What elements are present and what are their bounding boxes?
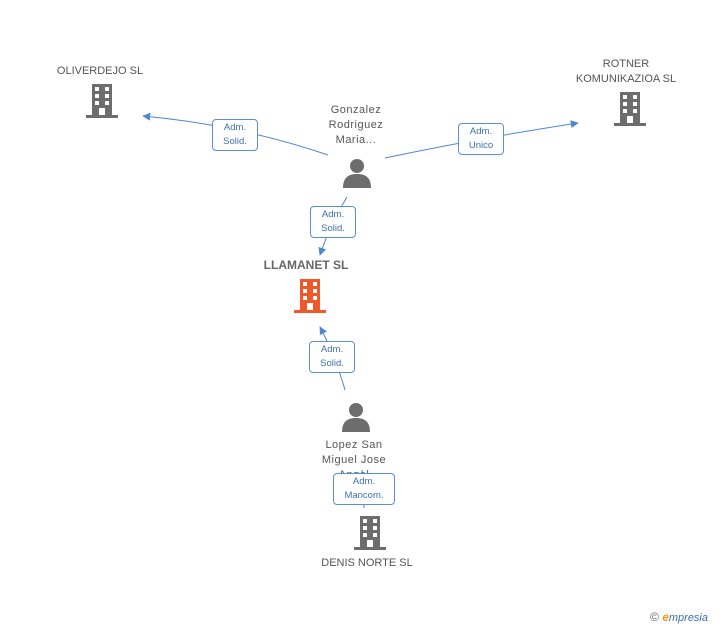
edge-badge-lopez-llamanet: Adm. Solid. xyxy=(309,341,355,373)
copyright-symbol: © xyxy=(650,610,659,624)
edge-badge-line1: Adm. xyxy=(320,344,344,355)
building-icon[interactable] xyxy=(294,279,326,313)
edge-badge-gonzalez-llamanet: Adm. Solid. xyxy=(310,206,356,238)
edge-badge-line1: Adm. xyxy=(321,209,345,220)
person-icon[interactable] xyxy=(341,402,371,432)
person-label-gonzalez[interactable]: Gonzalez Rodriguez Maria... xyxy=(296,103,416,148)
person-icon[interactable] xyxy=(342,158,372,188)
edge-badge-line1: Adm. xyxy=(352,476,376,487)
edge-badge-line1: Adm. xyxy=(469,126,493,137)
edge-badge-lopez-denis: Adm. Mancom. xyxy=(333,473,395,505)
brand-logo-text: mpresia xyxy=(668,612,708,624)
edge-badge-line2: Solid. xyxy=(320,358,344,369)
person-label-gonzalez-line1: Gonzalez xyxy=(330,104,382,116)
person-label-gonzalez-line3: Maria... xyxy=(335,134,377,146)
company-label-llamanet[interactable]: LLAMANET SL xyxy=(263,258,349,272)
building-icon[interactable] xyxy=(354,516,386,550)
building-icon[interactable] xyxy=(86,84,118,118)
edge-badge-line2: Solid. xyxy=(223,136,247,147)
company-label-rotner[interactable]: ROTNER KOMUNIKAZIOA SL xyxy=(566,57,686,87)
building-icon[interactable] xyxy=(614,92,646,126)
company-label-rotner-line1: ROTNER xyxy=(602,58,650,70)
brand-logo-initial: e xyxy=(662,610,669,624)
brand-footer[interactable]: © empresia xyxy=(650,610,708,624)
edge-badge-gonzalez-oliverdejo: Adm. Solid. xyxy=(212,119,258,151)
company-label-rotner-line2: KOMUNIKAZIOA SL xyxy=(575,73,677,85)
edge-badge-line1: Adm. xyxy=(223,122,247,133)
edge-badge-line2: Unico xyxy=(468,140,494,151)
edge-badge-line2: Solid. xyxy=(321,223,345,234)
company-label-denis[interactable]: DENIS NORTE SL xyxy=(321,557,413,569)
company-label-oliverdejo[interactable]: OLIVERDEJO SL xyxy=(56,65,144,77)
edge-badge-line2: Mancom. xyxy=(344,490,384,501)
person-label-lopez-line1: Lopez San xyxy=(325,439,383,451)
person-label-lopez-line2: Miguel Jose xyxy=(321,454,387,466)
edge-badge-gonzalez-rotner: Adm. Unico xyxy=(458,123,504,155)
person-label-gonzalez-line2: Rodriguez xyxy=(328,119,384,131)
